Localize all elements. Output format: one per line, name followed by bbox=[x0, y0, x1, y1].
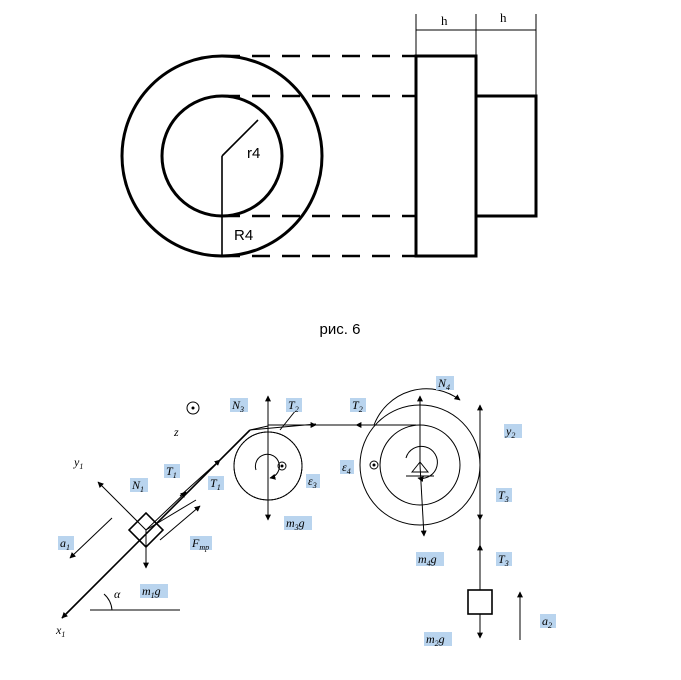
label-m4g: m4g bbox=[418, 552, 437, 568]
pulley-front-view: r4 R4 bbox=[120, 54, 324, 258]
label-T2b: T2 bbox=[352, 398, 363, 414]
label-m3g: m3g bbox=[286, 516, 305, 532]
dim-h-right: h bbox=[500, 10, 507, 25]
label-eps4: ε4 bbox=[342, 460, 351, 476]
label-N3: N3 bbox=[231, 398, 244, 414]
force-labels: N3 T2 T2 N4 z y2 y1 N1 T1 T1 ε3 ε4 T3 T3… bbox=[55, 376, 556, 648]
label-Ftr: Fmp bbox=[191, 536, 209, 552]
label-a2: a2 bbox=[542, 614, 552, 630]
label-m2g: m2g bbox=[426, 632, 445, 648]
label-N4: N4 bbox=[437, 376, 450, 392]
label-y1: y1 bbox=[73, 455, 83, 471]
projection-dashed-lines bbox=[222, 54, 416, 258]
dim-h-left: h bbox=[441, 13, 448, 28]
side-outer-rect bbox=[414, 54, 478, 258]
label-a1: a1 bbox=[60, 536, 70, 552]
label-eps3: ε3 bbox=[308, 474, 317, 490]
label-m1g: m1g bbox=[142, 584, 161, 600]
side-inner-rect bbox=[474, 94, 538, 218]
label-x1: x1 bbox=[55, 623, 65, 639]
pulley-4 bbox=[359, 388, 481, 537]
label-z: z bbox=[173, 425, 179, 439]
pulley-side-view bbox=[414, 54, 538, 258]
label-T2a: T2 bbox=[288, 398, 299, 414]
label-alpha: α bbox=[114, 587, 121, 601]
x1-axis-arrow bbox=[61, 569, 111, 619]
pulley-3 bbox=[233, 395, 317, 521]
label-T1a: T1 bbox=[166, 464, 177, 480]
figure-caption: рис. 6 bbox=[320, 321, 361, 338]
dimension-lines: h h bbox=[415, 10, 537, 96]
block-2-system bbox=[467, 404, 523, 640]
label-T1b: T1 bbox=[210, 476, 221, 492]
label-T3a: T3 bbox=[498, 488, 509, 504]
label-r4: r4 bbox=[247, 145, 260, 162]
label-T3b: T3 bbox=[498, 552, 509, 568]
block-1 bbox=[69, 459, 221, 569]
label-y2: y2 bbox=[505, 424, 515, 440]
label-N1: N1 bbox=[131, 478, 144, 494]
inner-radius-line bbox=[221, 119, 259, 157]
z-axis-marker bbox=[186, 401, 200, 415]
label-R4: R4 bbox=[234, 227, 253, 244]
